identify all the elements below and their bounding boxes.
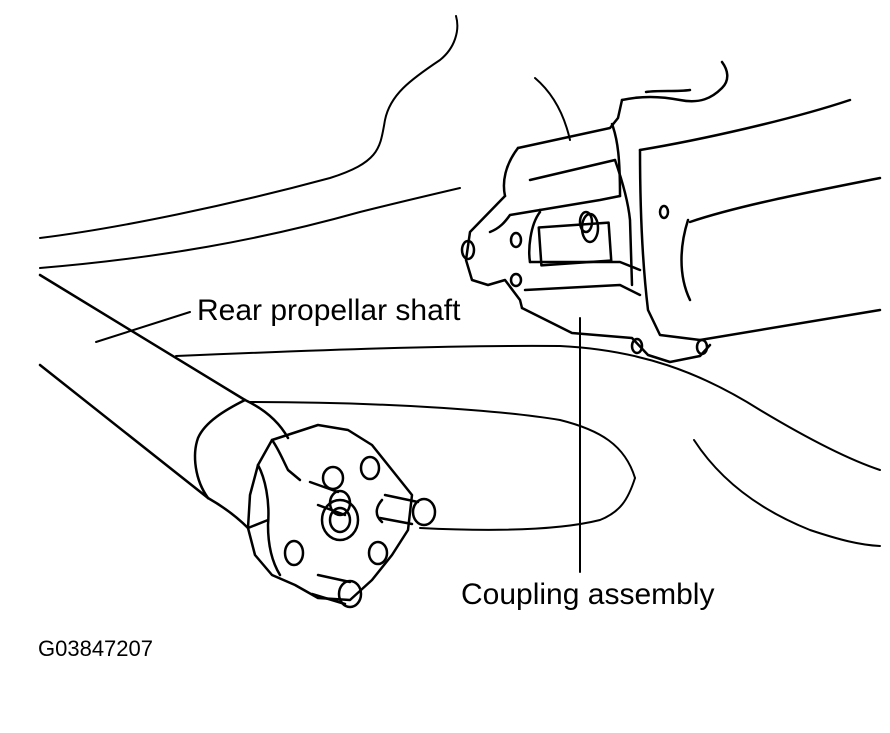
rear-propellar-shaft-label: Rear propellar shaft bbox=[197, 294, 461, 327]
bolt-hole-icon bbox=[369, 542, 387, 564]
underbody-outline bbox=[40, 16, 880, 546]
figure-code: G03847207 bbox=[38, 636, 153, 661]
rear-propellar-shaft bbox=[40, 275, 288, 528]
bolt-hole-icon bbox=[361, 457, 379, 479]
coupling-assembly bbox=[462, 62, 880, 362]
coupling-assembly-label: Coupling assembly bbox=[461, 578, 715, 611]
bolt-hole-icon bbox=[285, 541, 303, 565]
shaft-leader-line bbox=[96, 312, 190, 342]
leader-lines bbox=[96, 312, 580, 572]
shaft-flange bbox=[248, 425, 435, 607]
bolt-hole-icon bbox=[323, 467, 343, 489]
